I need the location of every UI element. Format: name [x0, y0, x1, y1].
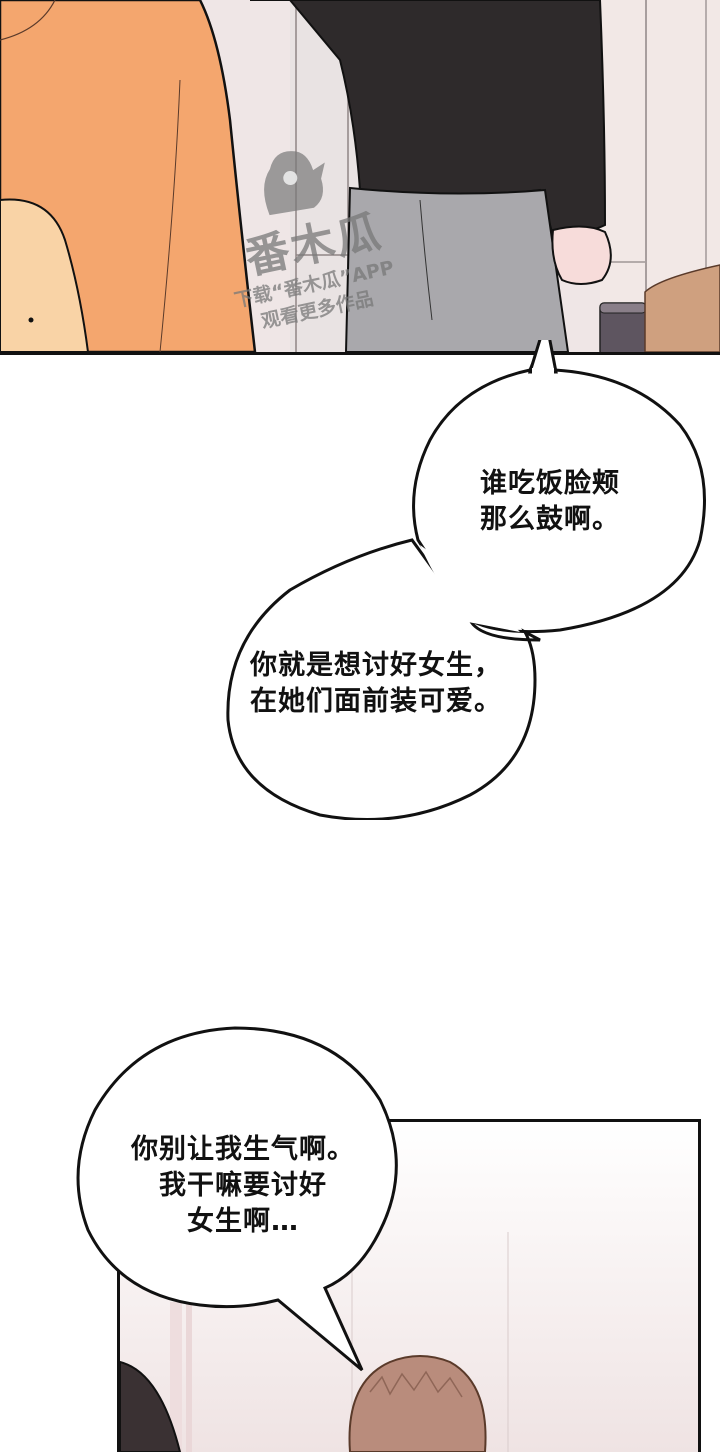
- watermark: 番木瓜 下载“番木瓜”APP 观看更多作品: [195, 103, 466, 352]
- speech-bubble-1-text: 谁吃饭脸颊 那么鼓啊。: [480, 466, 620, 538]
- speech-bubble-3: [76, 1026, 398, 1372]
- speech-bubble-pair: [226, 340, 706, 820]
- bubble-1-line-2: 那么鼓啊。: [480, 504, 620, 535]
- speech-bubble-2-text: 你就是想讨好女生， 在她们面前装可爱。: [250, 648, 502, 720]
- bubble-3-line-1: 你别让我生气啊。: [131, 1134, 355, 1165]
- bubble-3-line-3: 女生啊…: [187, 1206, 299, 1237]
- watermark-mascot-icon: [264, 151, 325, 216]
- bubble-3-line-2: 我干嘛要讨好: [159, 1170, 327, 1201]
- comic-panel-top: 番木瓜 下载“番木瓜”APP 观看更多作品: [0, 0, 720, 355]
- panel-top-artwork: [0, 0, 720, 352]
- speech-bubble-3-text: 你别让我生气啊。 我干嘛要讨好 女生啊…: [118, 1132, 368, 1240]
- bubble-2-line-1: 你就是想讨好女生，: [250, 650, 502, 681]
- bubble-1-line-1: 谁吃饭脸颊: [480, 468, 620, 499]
- bubble-2-line-2: 在她们面前装可爱。: [250, 686, 502, 717]
